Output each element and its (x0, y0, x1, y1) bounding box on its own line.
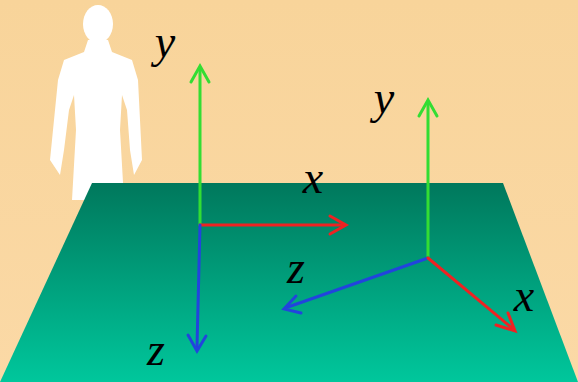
axis-label: z (147, 327, 165, 373)
axis-label: y (155, 19, 175, 65)
axis-label: x (514, 273, 534, 319)
human-silhouette (50, 5, 142, 200)
axes (188, 66, 515, 351)
axis-label: x (303, 155, 323, 201)
ground-plane (0, 183, 578, 382)
axis-label: y (374, 75, 394, 121)
axis-label: z (287, 245, 305, 291)
